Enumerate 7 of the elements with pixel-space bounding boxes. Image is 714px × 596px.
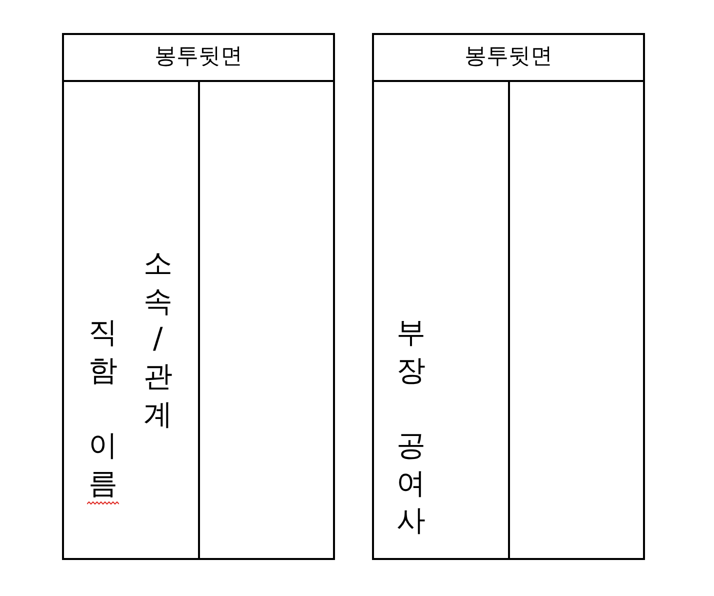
panel-heading: 봉투뒷면 — [154, 44, 242, 71]
vertical-text: 소속/관계 — [142, 247, 174, 432]
panel-heading: 봉투뒷면 — [464, 44, 552, 71]
envelope-back-panel — [372, 33, 645, 560]
vertical-text: 직함 이름 — [87, 316, 118, 500]
envelope-back-panel — [62, 33, 335, 560]
vertical-text: 부장 공여사 — [395, 316, 426, 538]
